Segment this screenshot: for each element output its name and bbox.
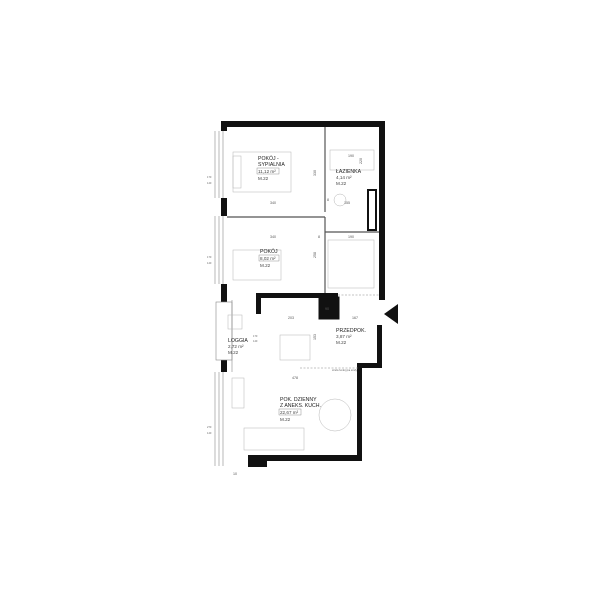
win1-a: 170 [207, 175, 212, 179]
dim-small-a: 8 [327, 198, 329, 202]
windows [214, 131, 233, 466]
partitions [227, 127, 379, 372]
wall-step [358, 363, 382, 368]
wall-hall-stub [256, 293, 261, 314]
wall-left-1 [221, 121, 227, 131]
bath-tub [329, 149, 375, 171]
win3-a: 270 [207, 425, 212, 429]
loggia-code: M.22 [228, 350, 239, 355]
dim-bottom-mark: 10 [233, 472, 237, 476]
loggia-area: 2,72 m² [228, 344, 244, 349]
living-code: M.22 [280, 417, 291, 422]
dim-closet-width: 190 [348, 235, 354, 239]
room-label: POKÓJ [260, 248, 278, 255]
room-bedroom: POKÓJ - SYPIALNIA 11,12 m² M.22 [256, 155, 285, 181]
bath-sink [333, 193, 347, 207]
dim-hall-height: 153 [313, 334, 317, 340]
loggia-chair-1 [227, 314, 243, 330]
bedroom-label-2: SYPIALNIA [258, 162, 285, 168]
wall-top [226, 121, 385, 127]
dim-living-width: 478 [292, 376, 298, 380]
dim-bath-side: 220 [359, 158, 363, 164]
kitchen-counter [231, 377, 245, 409]
loggia-label: LOGGIA [228, 338, 248, 344]
living-area-box [278, 408, 302, 416]
bath-area: 4,14 m² [336, 175, 352, 180]
room-bed [232, 249, 282, 281]
living-table [318, 398, 352, 432]
hall-note: strefa funkcyjna szafy [332, 368, 358, 372]
wall-right-upper [379, 121, 385, 300]
wall-left-4 [221, 360, 227, 372]
dim-room-height: 258 [313, 252, 317, 258]
dim-hall-box: 90 [325, 307, 329, 311]
living-label-2: Z ANEKS. KUCH. [280, 403, 321, 409]
room-living: POK. DZIENNY Z ANEKS. KUCH. 22,67 m² M.2… [278, 397, 321, 422]
dim-small-b: 8 [318, 235, 320, 239]
hall-wardrobe [279, 334, 311, 361]
room-area: 8,02 m² [260, 256, 276, 261]
window-room [214, 216, 224, 284]
room-hall: PRZEDPOK. 3,87 m² M.22 [336, 328, 366, 345]
window-bedroom [214, 131, 224, 198]
dim-bath-bottom: 155 [344, 201, 350, 205]
bedroom-label-1: POKÓJ - [258, 155, 279, 162]
living-label-1: POK. DZIENNY [280, 397, 317, 403]
hall-label: PRZEDPOK. [336, 328, 366, 334]
loggia-b: 140 [253, 339, 258, 343]
bedroom-area-box [256, 167, 280, 175]
bath-label: ŁAZIENKA [336, 169, 362, 175]
dim-bedroom-width: 340 [270, 201, 276, 205]
win3-b: 140 [207, 431, 212, 435]
window-dimensions: 170 140 170 140 270 140 170 140 [207, 175, 258, 435]
win2-b: 140 [207, 261, 212, 265]
room-area-box [258, 254, 280, 262]
dim-hall-left: 203 [288, 316, 294, 320]
shaft-box [318, 296, 340, 320]
win1-b: 140 [207, 181, 212, 185]
loggia-a: 170 [253, 334, 258, 338]
wall-right-lower [377, 325, 382, 367]
dim-bath-top: 190 [348, 154, 354, 158]
entrance-arrow-icon [384, 304, 398, 324]
bath-code: M.22 [336, 181, 347, 186]
room-bathroom: ŁAZIENKA 4,14 m² M.22 [336, 169, 362, 186]
bedroom-area: 11,12 m² [258, 169, 276, 174]
bath-niche [367, 189, 377, 231]
window-living [214, 372, 224, 466]
wall-left-3 [221, 284, 227, 302]
hall-area: 3,87 m² [336, 334, 352, 339]
dim-room-width: 340 [270, 235, 276, 239]
living-area: 22,67 m² [280, 410, 299, 415]
dim-bedroom-height: 330 [313, 170, 317, 176]
win2-a: 170 [207, 255, 212, 259]
room-loggia: LOGGIA 2,72 m² M.22 [228, 338, 248, 355]
room-code: M.22 [260, 263, 271, 268]
dim-hall-right: 167 [352, 316, 358, 320]
living-sofa [243, 427, 305, 451]
wall-bottom-left [248, 455, 267, 467]
wall-left-2 [221, 198, 227, 216]
loggia-outline [215, 301, 233, 361]
room-room: POKÓJ 8,02 m² M.22 [258, 248, 280, 268]
wall-right-bottom [357, 363, 362, 461]
wall-hall-partition [256, 293, 338, 298]
walls [221, 121, 385, 467]
closet-shelf [327, 239, 375, 289]
bedroom-pillow [232, 155, 242, 189]
furniture [227, 149, 375, 451]
hall-code: M.22 [336, 340, 347, 345]
bedroom-code: M.22 [258, 176, 269, 181]
dimension-labels: 340 330 190 220 155 8 8 340 258 190 203 … [233, 154, 363, 476]
wall-bottom [265, 455, 362, 461]
